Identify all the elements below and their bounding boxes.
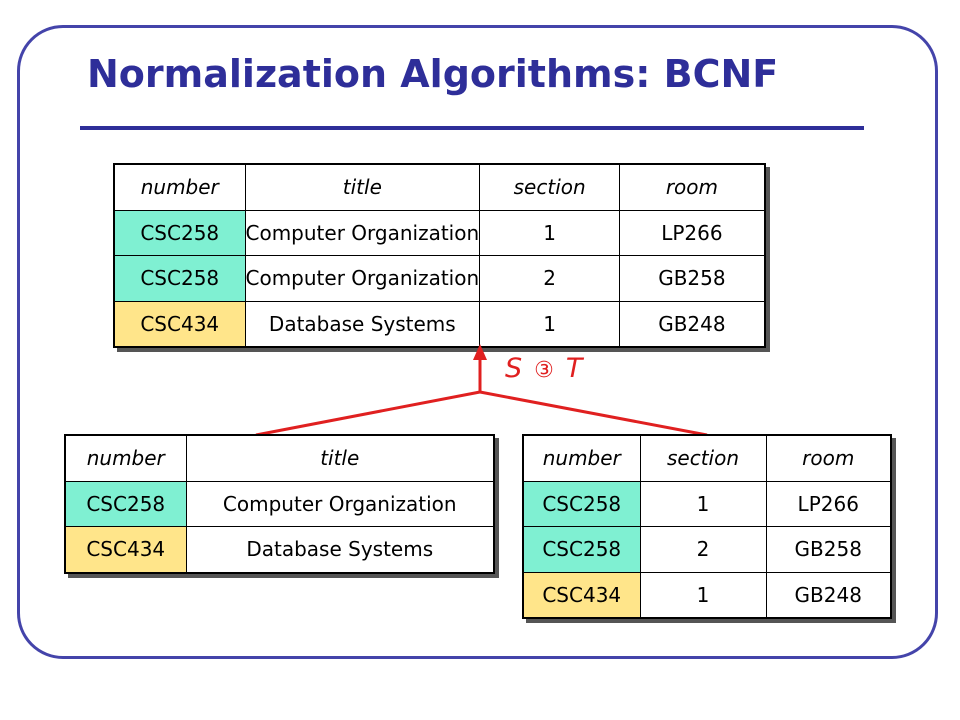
cell-number: CSC434 <box>113 300 246 348</box>
cell-number: CSC258 <box>64 480 187 527</box>
header-section: section <box>639 434 767 482</box>
cell-room: GB258 <box>765 526 892 573</box>
cell-number: CSC258 <box>522 480 641 527</box>
cell-title: Database Systems <box>185 526 495 573</box>
original-relation-table: number title section room CSC258 Compute… <box>113 163 766 348</box>
cell-section: 1 <box>479 300 621 348</box>
cell-title: Database Systems <box>244 300 481 348</box>
slide-title: Normalization Algorithms: BCNF <box>87 52 779 96</box>
header-number: number <box>64 434 187 482</box>
join-operator-icon: ③ <box>534 358 554 383</box>
table-row: CSC434 Database Systems 1 GB248 <box>113 300 766 348</box>
table-row: CSC258 Computer Organization 2 GB258 <box>113 255 766 302</box>
cell-room: LP266 <box>619 209 766 256</box>
slide-frame <box>17 25 938 659</box>
table-row: CSC434 Database Systems <box>64 526 495 573</box>
table-row: CSC258 Computer Organization 1 LP266 <box>113 209 766 256</box>
header-room: room <box>619 163 766 211</box>
header-title: title <box>185 434 495 482</box>
header-title: title <box>244 163 481 211</box>
table-row: CSC258 1 LP266 <box>522 480 892 527</box>
cell-title: Computer Organization <box>244 255 481 302</box>
cell-title: Computer Organization <box>185 480 495 527</box>
cell-number: CSC434 <box>522 571 641 619</box>
cell-section: 2 <box>639 526 767 573</box>
table-header-row: number section room <box>522 434 892 482</box>
cell-section: 1 <box>639 480 767 527</box>
cell-number: CSC258 <box>522 526 641 573</box>
cell-number: CSC434 <box>64 526 187 573</box>
table-row: CSC434 1 GB248 <box>522 571 892 619</box>
label-s: S <box>505 353 523 384</box>
table-row: CSC258 2 GB258 <box>522 526 892 573</box>
table-row: CSC258 Computer Organization <box>64 480 495 527</box>
left-branch-line <box>255 390 481 437</box>
cell-number: CSC258 <box>113 255 246 302</box>
header-room: room <box>765 434 892 482</box>
table-header-row: number title <box>64 434 495 482</box>
title-underline <box>80 126 864 130</box>
cell-section: 1 <box>479 209 621 256</box>
header-number: number <box>113 163 246 211</box>
cell-room: GB248 <box>619 300 766 348</box>
right-branch-line <box>479 390 708 437</box>
cell-section: 1 <box>639 571 767 619</box>
table-header-row: number title section room <box>113 163 766 211</box>
right-relation-table: number section room CSC258 1 LP266 CSC25… <box>522 434 892 619</box>
label-t: T <box>565 353 583 384</box>
cell-room: GB258 <box>619 255 766 302</box>
cell-room: LP266 <box>765 480 892 527</box>
up-arrow-head-icon <box>473 344 487 360</box>
cell-room: GB248 <box>765 571 892 619</box>
left-relation-table: number title CSC258 Computer Organizatio… <box>64 434 495 574</box>
cell-number: CSC258 <box>113 209 246 256</box>
header-section: section <box>479 163 621 211</box>
header-number: number <box>522 434 641 482</box>
